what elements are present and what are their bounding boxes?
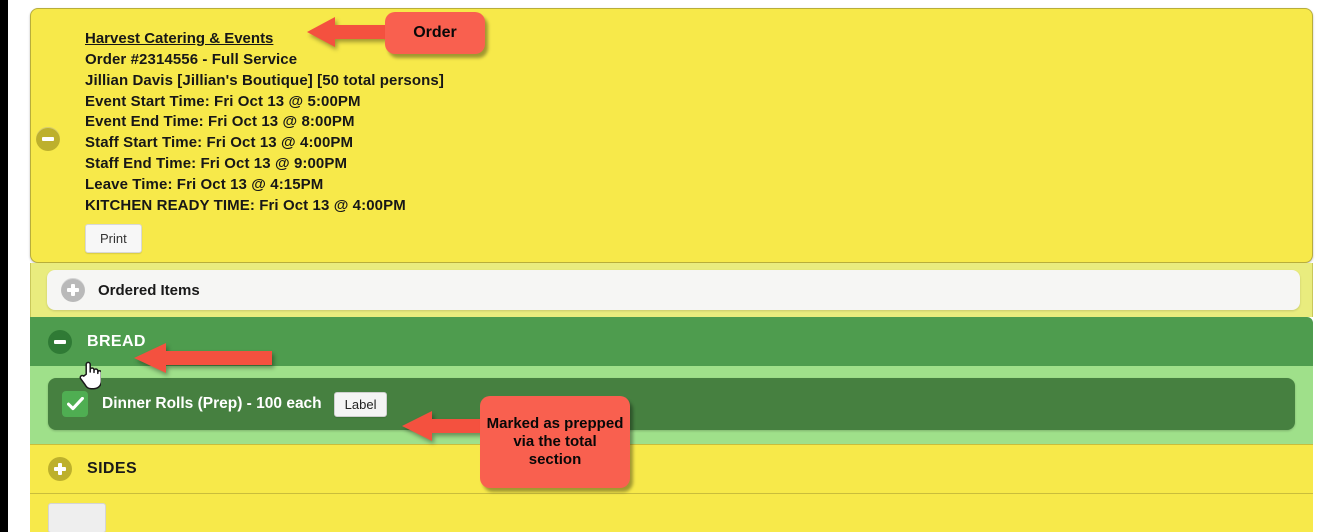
callout-order: Order xyxy=(385,12,485,54)
page-left-gutter xyxy=(8,0,30,532)
annotation-arrow-bread xyxy=(134,343,272,373)
page-right-gutter xyxy=(1315,0,1321,532)
order-line-event-start: Event Start Time: Fri Oct 13 @ 5:00PM xyxy=(85,92,361,110)
item-prepped-checkbox[interactable] xyxy=(62,391,88,417)
order-summary-panel: Harvest Catering & Events Order #2314556… xyxy=(30,8,1313,263)
callout-marked-as-prepped: Marked as prepped via the total section xyxy=(480,396,630,488)
page-top-margin xyxy=(8,0,1321,8)
item-row[interactable]: Dinner Rolls (Prep) - 100 each Label xyxy=(48,378,1295,430)
order-summary-text: Harvest Catering & Events Order #2314556… xyxy=(85,28,1302,254)
category-name-sides: SIDES xyxy=(87,460,138,477)
ordered-items-section: Ordered Items xyxy=(30,263,1313,317)
category-items-bread: Dinner Rolls (Prep) - 100 each Label xyxy=(30,366,1313,444)
annotation-arrow-order xyxy=(307,17,397,47)
print-button[interactable]: Print xyxy=(85,224,142,254)
partial-button-stub[interactable] xyxy=(48,503,106,532)
ordered-items-label: Ordered Items xyxy=(98,281,200,299)
category-header-sides[interactable]: SIDES xyxy=(30,444,1313,494)
order-line-event-end: Event End Time: Fri Oct 13 @ 8:00PM xyxy=(85,113,355,131)
order-line-staff-end: Staff End Time: Fri Oct 13 @ 9:00PM xyxy=(85,154,348,172)
category-name-bread: BREAD xyxy=(87,332,146,350)
item-label-button[interactable]: Label xyxy=(333,391,388,417)
order-line-leave-time: Leave Time: Fri Oct 13 @ 4:15PM xyxy=(85,175,324,193)
plus-icon-vertical xyxy=(71,284,75,296)
minus-icon xyxy=(54,339,66,344)
minus-icon xyxy=(42,137,54,141)
ordered-items-expand-icon[interactable] xyxy=(61,278,85,302)
annotation-arrow-item xyxy=(402,411,495,441)
ordered-items-toggle-row[interactable]: Ordered Items xyxy=(47,270,1300,310)
plus-icon-vertical xyxy=(58,463,62,475)
callout-marked-text: Marked as prepped via the total section xyxy=(486,415,624,468)
order-line-kitchen-ready: KITCHEN READY TIME: Fri Oct 13 @ 4:00PM xyxy=(85,196,406,214)
sides-expand-toggle-icon[interactable] xyxy=(48,457,72,481)
order-line-staff-start: Staff Start Time: Fri Oct 13 @ 4:00PM xyxy=(85,134,354,152)
order-collapse-toggle-icon[interactable] xyxy=(36,127,60,151)
company-name-link[interactable]: Harvest Catering & Events xyxy=(85,30,274,47)
bread-collapse-toggle-icon[interactable] xyxy=(48,329,72,354)
order-line-customer: Jillian Davis [Jillian's Boutique] [50 t… xyxy=(85,71,444,89)
next-section-partial xyxy=(30,494,1313,532)
order-detail-content: Harvest Catering & Events Order #2314556… xyxy=(30,8,1315,532)
item-name: Dinner Rolls (Prep) - 100 each xyxy=(102,395,322,412)
order-line-number: Order #2314556 - Full Service xyxy=(85,51,298,68)
